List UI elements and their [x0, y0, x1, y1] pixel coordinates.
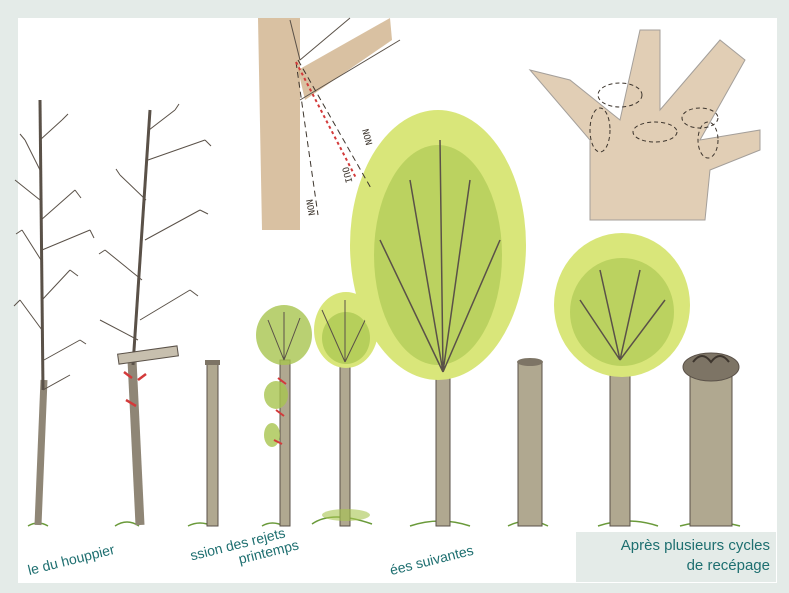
ground-grass: [28, 517, 740, 526]
caption-step-4-box: Après plusieurs cycles de recépage: [576, 532, 776, 582]
tree-1-bare: [14, 100, 94, 525]
tree-7-cut-pole: [517, 358, 543, 526]
tree-8-pollard-crown: [554, 233, 690, 526]
tree-3-pole: [205, 360, 220, 526]
frame-bottom: [0, 583, 789, 593]
tree-4-shoots: [256, 305, 312, 526]
caption-step-4-line-1: Après plusieurs cycles: [576, 536, 770, 556]
tree-9-pollard-head: [683, 353, 739, 526]
non-left-label: NON: [303, 199, 316, 217]
non-right-label: NON: [359, 128, 373, 146]
tree-2-cut: [99, 104, 211, 525]
tree-6-large-crown: [350, 110, 526, 526]
detail-pollard-head-sketch: [530, 30, 760, 220]
caption-step-4-line-2: de recépage: [576, 556, 770, 576]
